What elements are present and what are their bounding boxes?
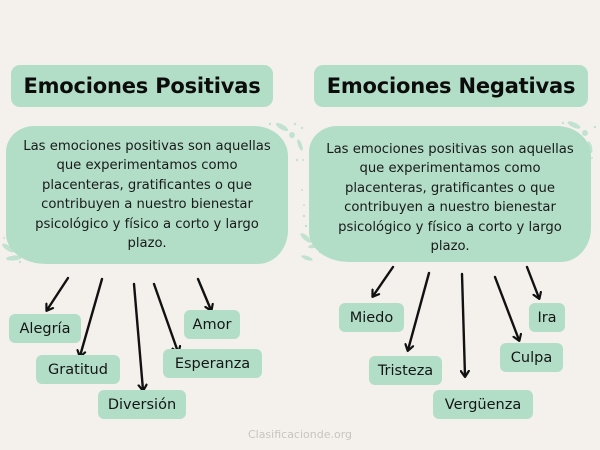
- description-line: Las emociones positivas son aquellas: [326, 141, 574, 157]
- emotion-tag-gratitud: Gratitud: [36, 355, 120, 384]
- emotion-tag-culpa: Culpa: [500, 343, 563, 372]
- description-line: placenteras, gratificantes o que: [41, 177, 253, 193]
- emotion-tag-tristeza: Tristeza: [369, 356, 442, 385]
- positive-description: Las emociones positivas son aquellas que…: [6, 126, 288, 264]
- positive-title: Emociones Positivas: [11, 65, 273, 107]
- description-line: psicológico y físico a corto y largo: [35, 216, 259, 232]
- emotion-tag-diversion: Diversión: [98, 390, 186, 419]
- description-line: plazo.: [430, 239, 470, 254]
- description-line: contribuyen a nuestro bienestar: [41, 197, 253, 212]
- emotion-tag-ira: Ira: [529, 303, 565, 332]
- emotion-tag-verguenza: Vergüenza: [433, 390, 533, 419]
- description-line: que experimentamos como: [359, 161, 541, 176]
- description-line: placenteras, gratificantes o que: [344, 180, 556, 196]
- description-line: plazo.: [127, 236, 167, 251]
- emotion-tag-miedo: Miedo: [339, 303, 404, 332]
- negative-title: Emociones Negativas: [314, 65, 588, 107]
- emotion-tag-esperanza: Esperanza: [163, 349, 262, 378]
- description-line: psicológico y físico a corto y largo: [338, 219, 562, 235]
- description-line: Las emociones positivas son aquellas: [23, 138, 271, 154]
- negative-description: Las emociones positivas son aquellas que…: [309, 126, 591, 262]
- emotion-tag-alegria: Alegría: [9, 314, 81, 343]
- description-line: contribuyen a nuestro bienestar: [344, 200, 556, 215]
- description-line: que experimentamos como: [56, 158, 238, 173]
- watermark: Clasificacionde.org: [247, 428, 353, 441]
- emotion-tag-amor: Amor: [184, 310, 240, 339]
